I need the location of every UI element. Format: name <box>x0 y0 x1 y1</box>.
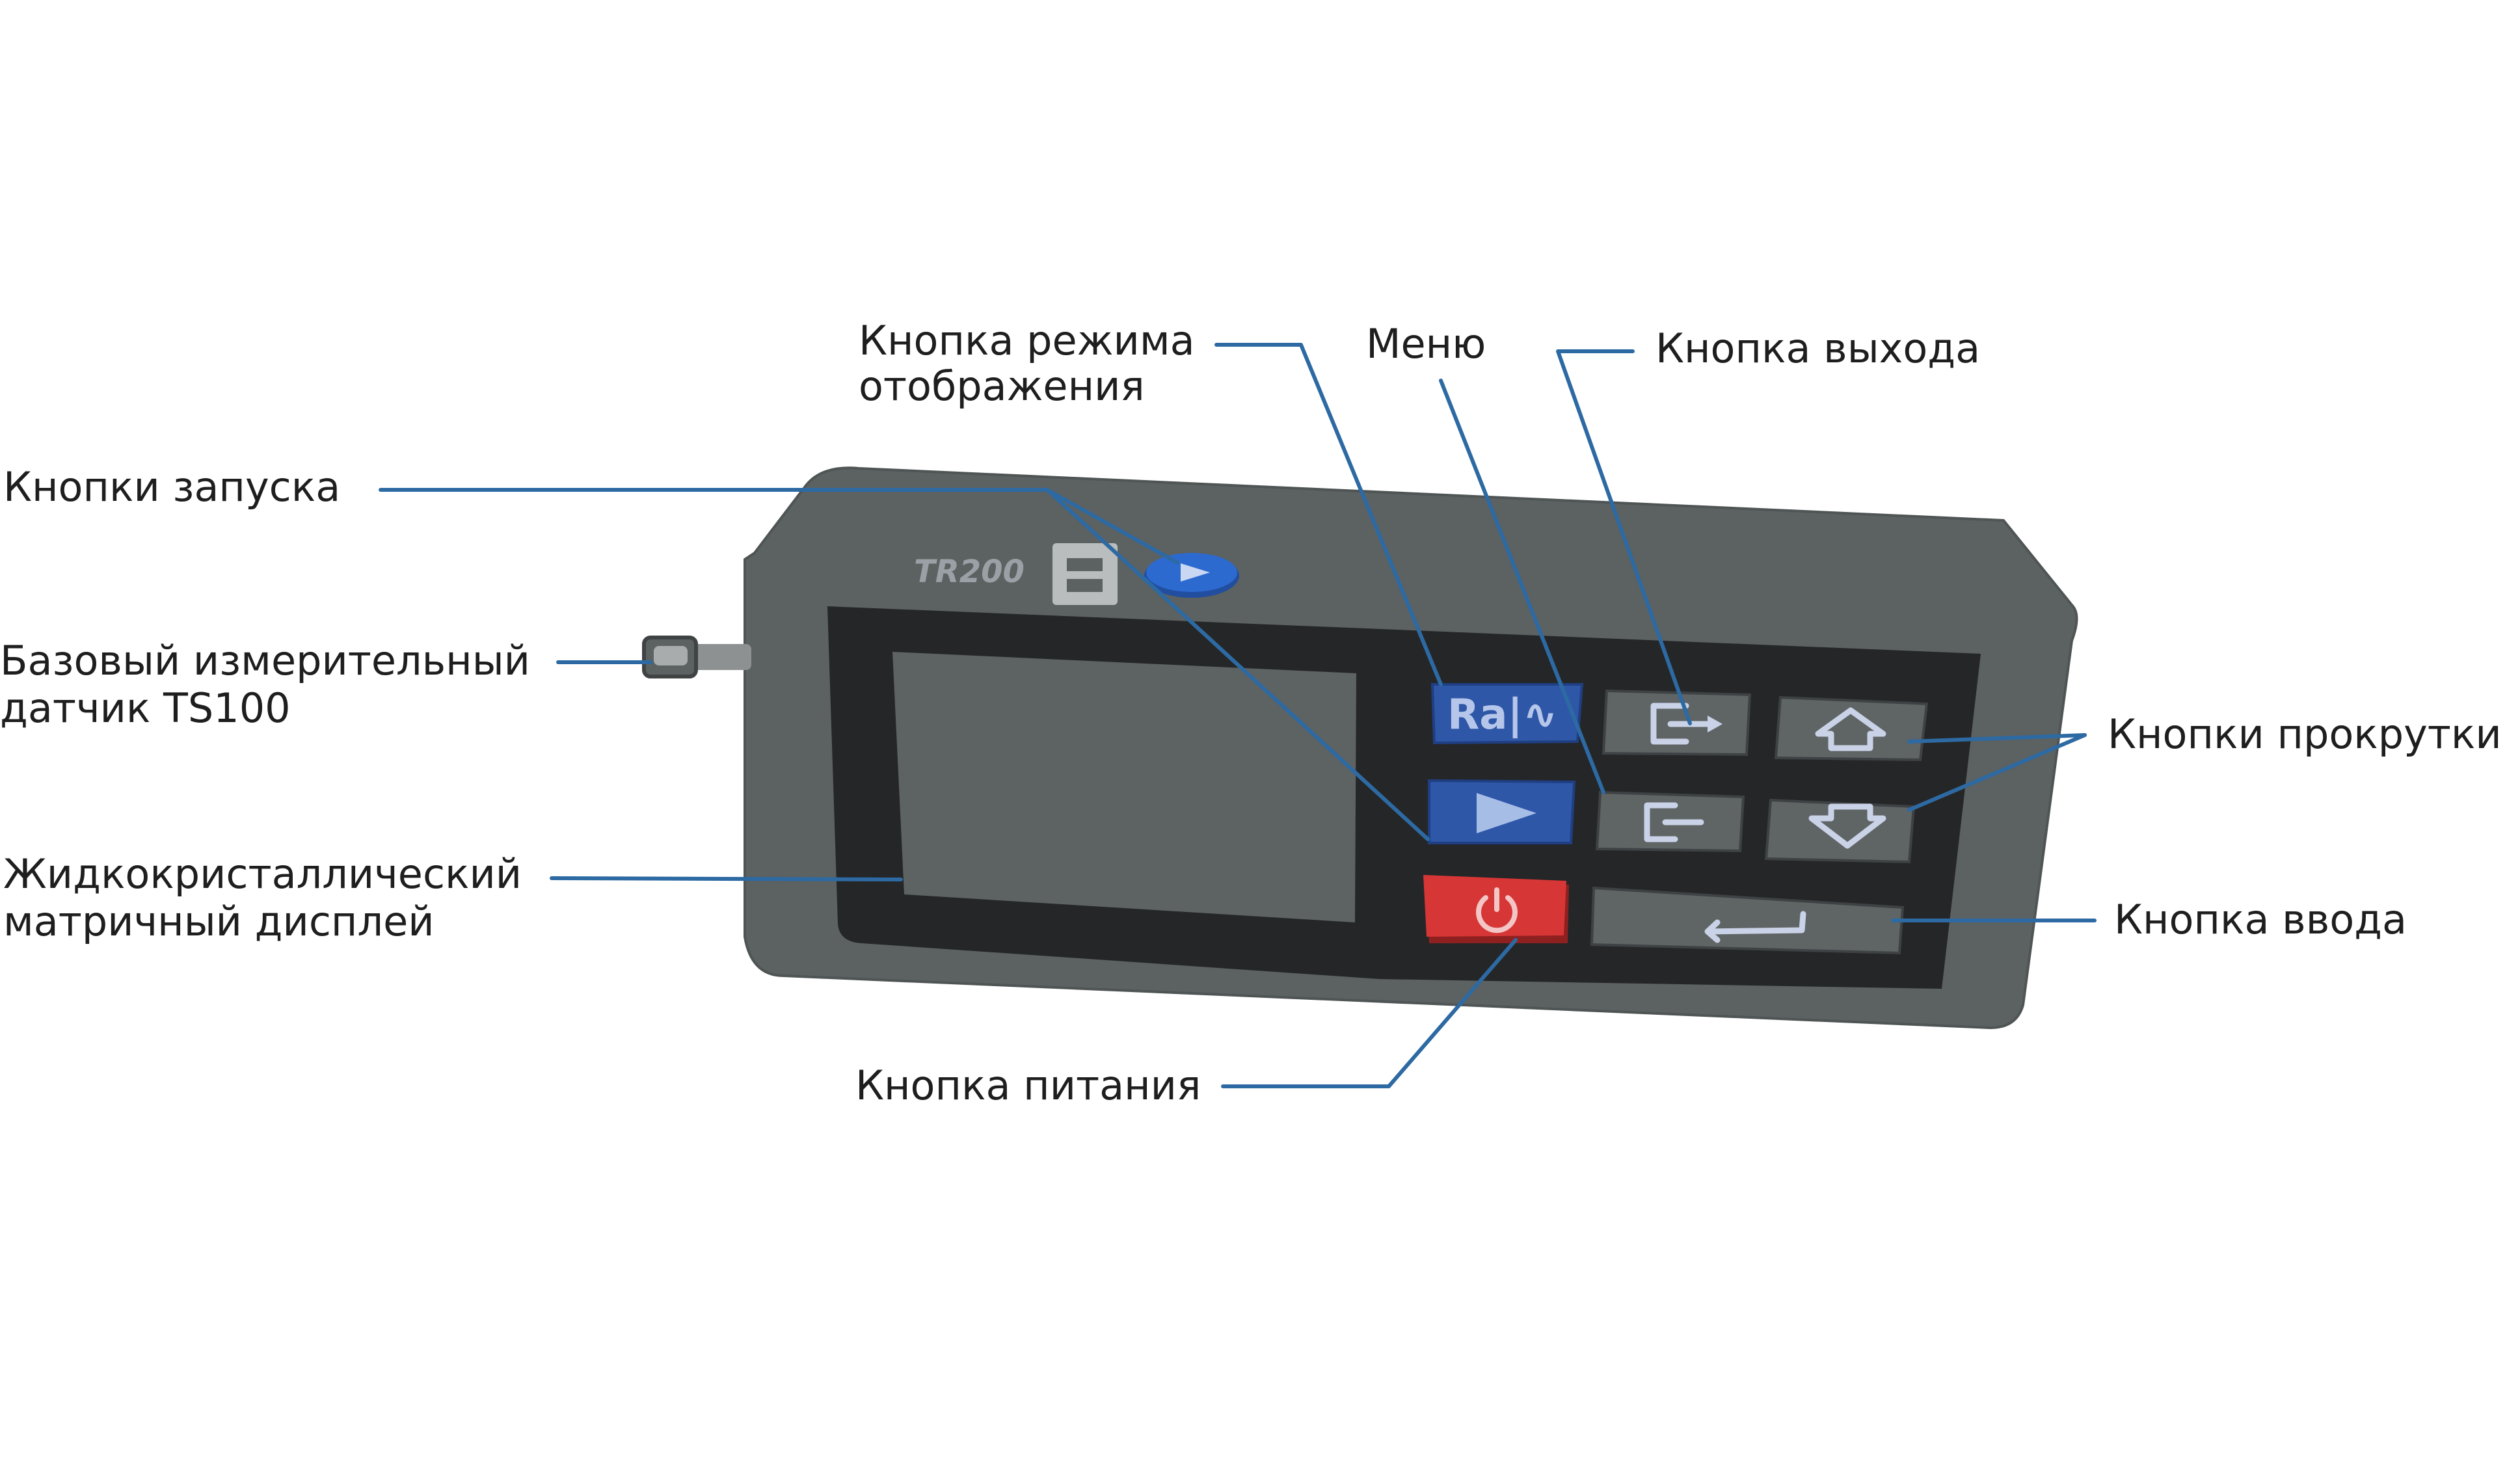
label-sensor-line1: Базовый измерительный <box>0 637 530 684</box>
enter-button[interactable] <box>1590 886 1905 955</box>
leader-mode-button <box>1214 343 1443 686</box>
label-mode-button-line1: Кнопка режима <box>859 317 1195 364</box>
lcd-screen <box>892 652 1356 922</box>
label-power-button: Кнопка питания <box>855 1062 1201 1109</box>
leader-menu <box>1439 379 1605 794</box>
scroll-up-button[interactable] <box>1774 695 1929 762</box>
power-button[interactable] <box>1423 875 1569 943</box>
label-mode-button-line2: отображения <box>859 362 1145 410</box>
leader-scroll-down <box>1907 733 2087 812</box>
leader-lines <box>379 343 2097 1088</box>
leader-start-buttons-2 <box>1045 488 1430 841</box>
label-menu: Меню <box>1366 320 1486 368</box>
labels: Кнопки запуска Кнопка режима отображения… <box>0 317 2502 1109</box>
label-sensor-line2: датчик TS100 <box>0 684 291 732</box>
brand-logo <box>1052 543 1118 605</box>
mode-button[interactable]: Ra|∿ <box>1430 683 1584 745</box>
enter-icon <box>1704 911 1806 943</box>
play-icon <box>1181 563 1210 582</box>
label-exit-button: Кнопка выхода <box>1655 325 1980 372</box>
scroll-down-button[interactable] <box>1764 798 1916 864</box>
label-lcd-line2: матричный дисплей <box>3 898 435 945</box>
top-start-button[interactable] <box>1144 553 1239 598</box>
label-scroll-buttons: Кнопки прокрутки <box>2108 710 2502 758</box>
device: TR200 Ra|∿ <box>642 466 2078 1030</box>
label-start-buttons: Кнопки запуска <box>3 463 340 511</box>
play-icon <box>1477 793 1536 833</box>
mode-button-text: Ra|∿ <box>1447 691 1557 739</box>
arrow-down-icon <box>1808 803 1886 849</box>
menu-icon <box>1644 802 1704 842</box>
label-lcd-line1: Жидкокристаллический <box>3 850 522 898</box>
leader-scroll-up <box>1907 733 2087 744</box>
label-enter-button: Кнопка ввода <box>2114 896 2407 943</box>
model-label: TR200 <box>914 554 1025 590</box>
leader-lcd <box>550 876 903 881</box>
start-button[interactable] <box>1428 779 1576 844</box>
exit-button[interactable] <box>1602 689 1752 757</box>
menu-button[interactable] <box>1595 790 1745 853</box>
sensor-ts100 <box>642 636 751 678</box>
arrow-up-icon <box>1815 707 1886 751</box>
leader-exit-button <box>1556 349 1692 725</box>
leader-power-button <box>1221 938 1518 1088</box>
power-icon <box>1476 887 1518 933</box>
